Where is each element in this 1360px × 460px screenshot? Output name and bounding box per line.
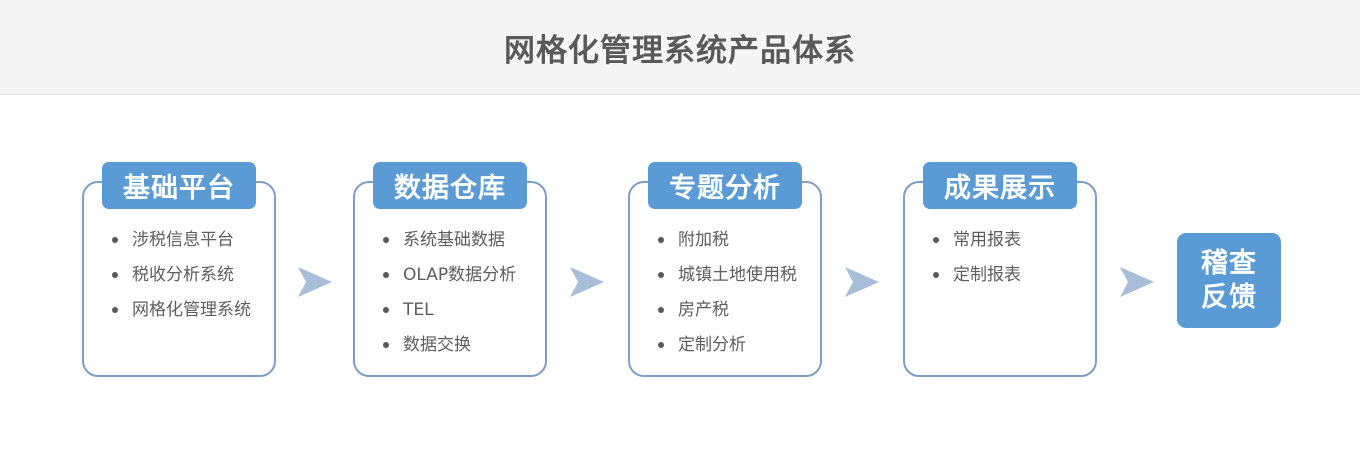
terminal-node-audit-feedback[interactable]: 稽查 反馈 xyxy=(1177,233,1281,328)
bullet-icon xyxy=(383,307,389,313)
page-header-band xyxy=(0,0,1360,95)
list-item-label: 附加税 xyxy=(678,230,729,250)
arrow-right-icon-3 xyxy=(843,265,881,299)
list-item-label: OLAP数据分析 xyxy=(403,265,517,285)
stage-card-3-header: 专题分析 xyxy=(648,162,802,209)
bullet-icon xyxy=(112,272,118,278)
arrow-right-icon-4 xyxy=(1118,265,1156,299)
stage-card-2[interactable]: 数据仓库 系统基础数据 OLAP数据分析 TEL 数据交换 xyxy=(353,162,547,377)
list-item: TEL xyxy=(371,299,547,321)
list-item: 定制报表 xyxy=(921,264,1097,286)
bullet-icon xyxy=(933,272,939,278)
stage-card-1-header: 基础平台 xyxy=(102,162,256,209)
list-item: 系统基础数据 xyxy=(371,229,547,251)
stage-card-1-list: 涉税信息平台 税收分析系统 网格化管理系统 xyxy=(82,229,276,334)
bullet-icon xyxy=(658,237,664,243)
list-item-label: 房产税 xyxy=(678,300,729,320)
bullet-icon xyxy=(112,237,118,243)
stage-card-3-list: 附加税 城镇土地使用税 房产税 定制分析 xyxy=(628,229,822,369)
stage-card-3[interactable]: 专题分析 附加税 城镇土地使用税 房产税 定制分析 xyxy=(628,162,822,377)
bullet-icon xyxy=(383,272,389,278)
list-item: 房产税 xyxy=(646,299,822,321)
stage-card-4[interactable]: 成果展示 常用报表 定制报表 xyxy=(903,162,1097,377)
list-item: 涉税信息平台 xyxy=(100,229,276,251)
list-item-label: 城镇土地使用税 xyxy=(678,265,797,285)
stage-card-1-body xyxy=(82,181,276,377)
list-item-label: 网格化管理系统 xyxy=(132,300,251,320)
list-item-label: 系统基础数据 xyxy=(403,230,505,250)
stage-card-2-header: 数据仓库 xyxy=(373,162,527,209)
list-item-label: TEL xyxy=(403,300,434,320)
bullet-icon xyxy=(658,342,664,348)
bullet-icon xyxy=(383,342,389,348)
list-item: 网格化管理系统 xyxy=(100,299,276,321)
terminal-node-line-2: 反馈 xyxy=(1201,281,1257,313)
list-item-label: 定制分析 xyxy=(678,335,746,355)
terminal-node-line-1: 稽查 xyxy=(1201,247,1257,279)
stage-card-2-list: 系统基础数据 OLAP数据分析 TEL 数据交换 xyxy=(353,229,547,369)
list-item-label: 定制报表 xyxy=(953,265,1021,285)
bullet-icon xyxy=(933,237,939,243)
list-item: 定制分析 xyxy=(646,334,822,356)
list-item: 常用报表 xyxy=(921,229,1097,251)
list-item-label: 涉税信息平台 xyxy=(132,230,234,250)
list-item-label: 税收分析系统 xyxy=(132,265,234,285)
stage-card-1[interactable]: 基础平台 涉税信息平台 税收分析系统 网格化管理系统 xyxy=(82,162,276,377)
bullet-icon xyxy=(383,237,389,243)
list-item: OLAP数据分析 xyxy=(371,264,547,286)
list-item-label: 常用报表 xyxy=(953,230,1021,250)
stage-card-4-header: 成果展示 xyxy=(923,162,1077,209)
arrow-right-icon-1 xyxy=(296,265,334,299)
bullet-icon xyxy=(658,307,664,313)
page-title: 网格化管理系统产品体系 xyxy=(504,33,856,69)
list-item: 数据交换 xyxy=(371,334,547,356)
list-item: 城镇土地使用税 xyxy=(646,264,822,286)
bullet-icon xyxy=(112,307,118,313)
list-item-label: 数据交换 xyxy=(403,335,471,355)
list-item: 附加税 xyxy=(646,229,822,251)
product-system-flow-diagram: 基础平台 涉税信息平台 税收分析系统 网格化管理系统 数据仓库 系统基础数据 O… xyxy=(0,95,1360,460)
list-item: 税收分析系统 xyxy=(100,264,276,286)
arrow-right-icon-2 xyxy=(568,265,606,299)
stage-card-4-body xyxy=(903,181,1097,377)
bullet-icon xyxy=(658,272,664,278)
stage-card-4-list: 常用报表 定制报表 xyxy=(903,229,1097,299)
